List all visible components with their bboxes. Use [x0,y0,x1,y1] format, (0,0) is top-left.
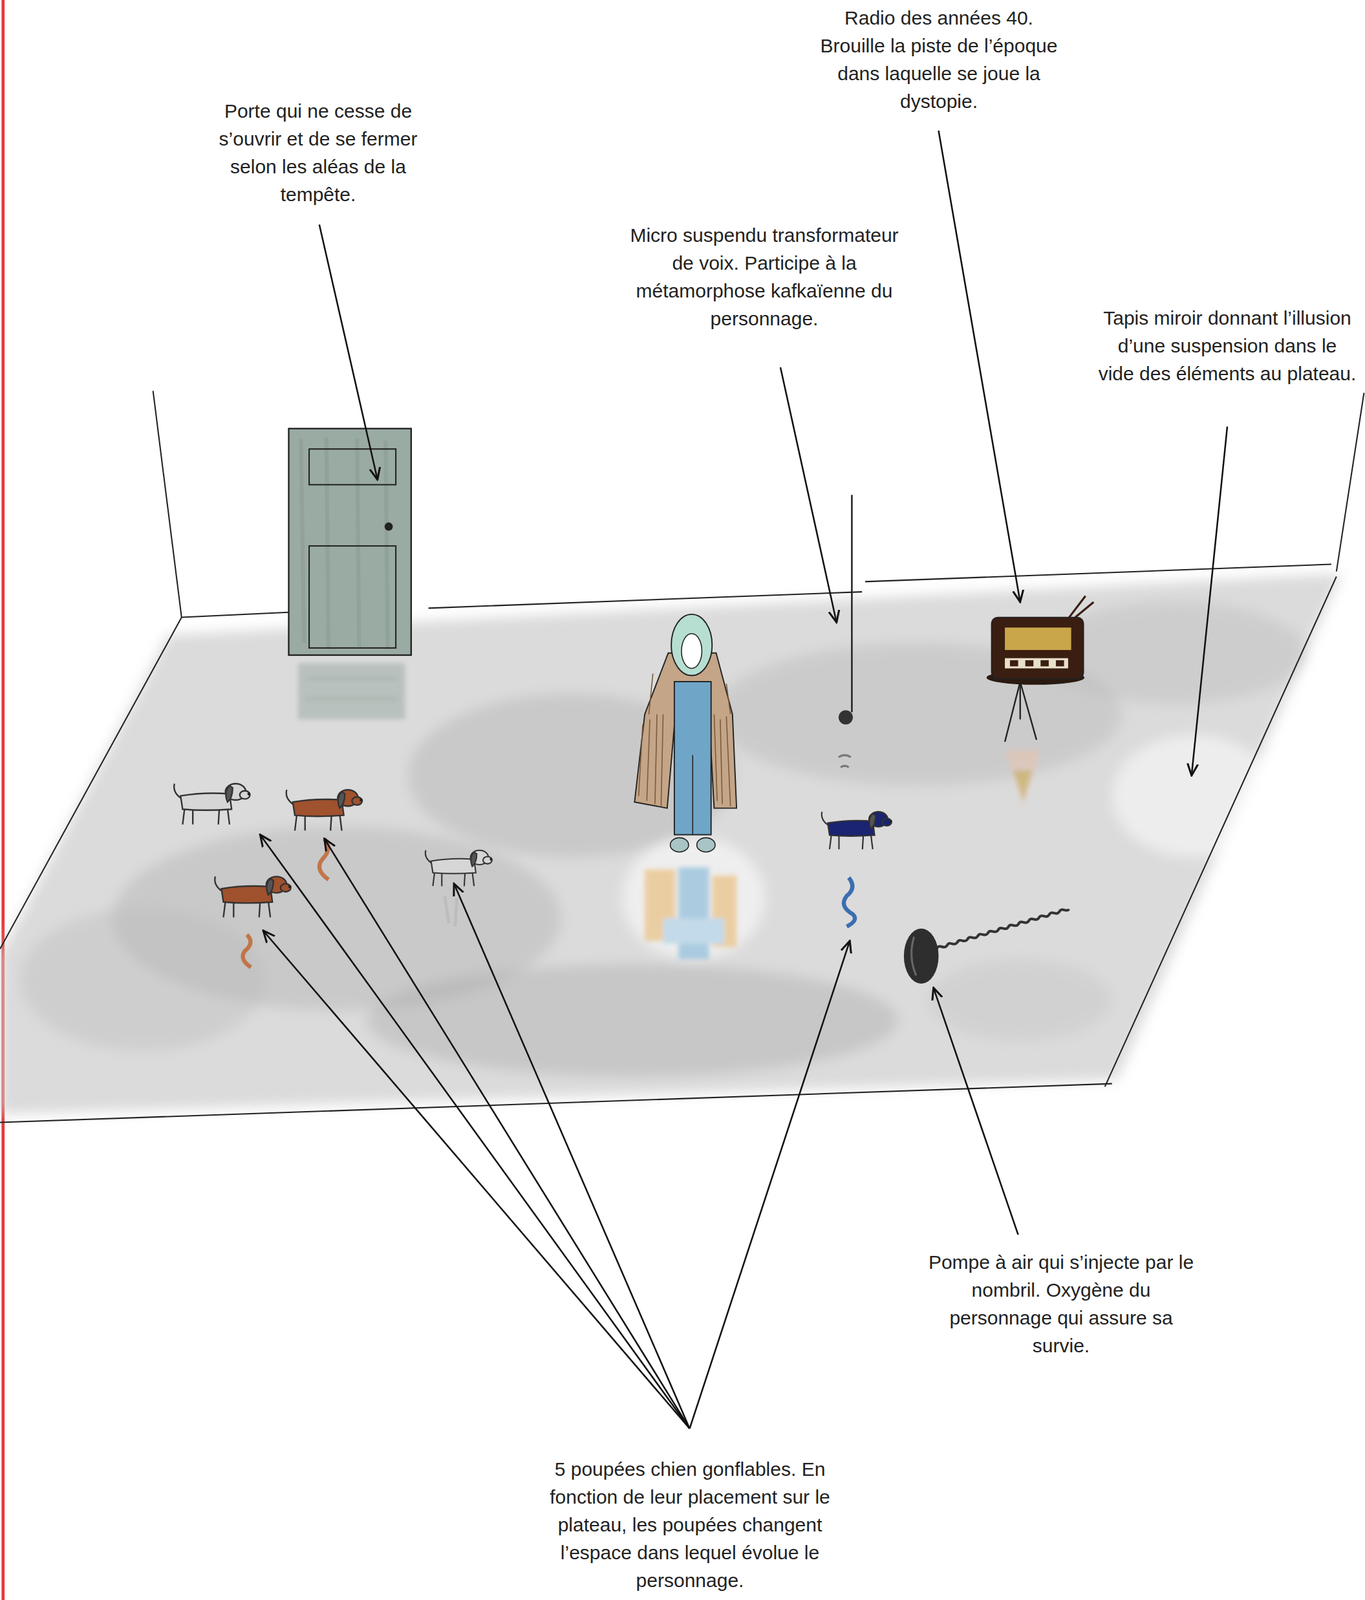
air-pump [903,909,1070,984]
inflatable-dogs [286,789,363,831]
stage-outline [865,564,1332,582]
inflatable-dogs [821,811,893,850]
leader-line [453,883,690,1429]
radio [1020,681,1037,740]
mirror-floor-wash [928,958,1113,1041]
mirror-floor-wash [622,836,765,959]
leader-line [938,130,1021,602]
mirror-floor-wash [367,964,898,1077]
annotation-note: Micro suspendu transformateur de voix. P… [628,221,901,333]
annotation-note: Pompe à air qui s’injecte par le nombril… [925,1247,1197,1360]
radio [1040,660,1049,667]
leader-line [1191,426,1228,776]
radio [1013,770,1033,801]
air-pump [911,936,917,976]
door [309,448,396,485]
leader-line [259,130,1228,1429]
character [634,614,737,959]
leader-line [319,224,378,480]
radio [1004,681,1021,742]
annotation-note: Tapis miroir donnant l’illusion d’une su… [1097,303,1357,388]
mirror-floor-wash [713,642,1122,786]
door [298,663,406,720]
air-pump [936,909,1069,950]
stage-outline [0,617,182,950]
stage-outline [0,390,1364,1122]
door [298,663,406,720]
stage-outline [1336,392,1365,571]
door [309,545,396,648]
hanging-microphone [838,755,851,768]
inflatable-dogs [214,876,291,917]
radio [1004,658,1069,669]
leader-line [689,940,851,1429]
character [697,837,716,852]
stage-outline [428,591,863,608]
air-pump [903,928,939,984]
radio [1004,627,1072,650]
leader-line [259,834,690,1429]
hanging-microphone [850,494,853,712]
annotation-note: Radio des années 40. Brouille la piste d… [809,3,1069,116]
character [671,614,712,676]
hanging-microphone [838,709,853,725]
inflatable-dogs [242,934,251,967]
inflatable-dogs [173,783,892,968]
leader-line [263,930,690,1429]
radio [1055,660,1065,667]
hanging-microphone [838,494,853,767]
inflatable-dogs [319,838,329,880]
radio [1019,681,1022,720]
radio [991,617,1084,679]
character [691,755,694,835]
door [305,697,398,701]
leader-line [324,838,690,1429]
radio [1004,750,1041,807]
leader-line [933,987,1019,1235]
inflatable-dogs [173,783,251,825]
annotation-note: 5 poupées chien gonflables. En fonction … [521,1454,859,1594]
inflatable-dogs [425,850,493,886]
radio [1068,595,1086,617]
door [305,677,398,681]
character [663,918,725,944]
radio [1004,750,1041,807]
stage-outline [181,612,290,618]
door [288,428,411,720]
character [644,867,737,959]
mirror-floor-wash [0,573,1342,1115]
mirror-floor-wash [0,573,1342,1115]
mirror-floor-wash [20,907,266,1051]
character [678,867,709,959]
stage-outline [153,390,182,617]
radio [986,595,1095,806]
stage-outline [1105,576,1337,1087]
stage-outline [0,1083,1113,1123]
annotation-note: Porte qui ne cesse de s’ouvrir et de se … [201,96,435,209]
radio [1010,660,1019,667]
leader-line [780,367,837,623]
margin-rule [1,0,5,1600]
character [681,633,703,669]
character [670,837,689,852]
door [384,522,394,531]
character [674,681,712,835]
inflatable-dogs [444,895,458,926]
door [288,428,411,656]
radio [1025,660,1034,667]
radio [1075,601,1094,618]
inflatable-dogs [843,877,855,927]
